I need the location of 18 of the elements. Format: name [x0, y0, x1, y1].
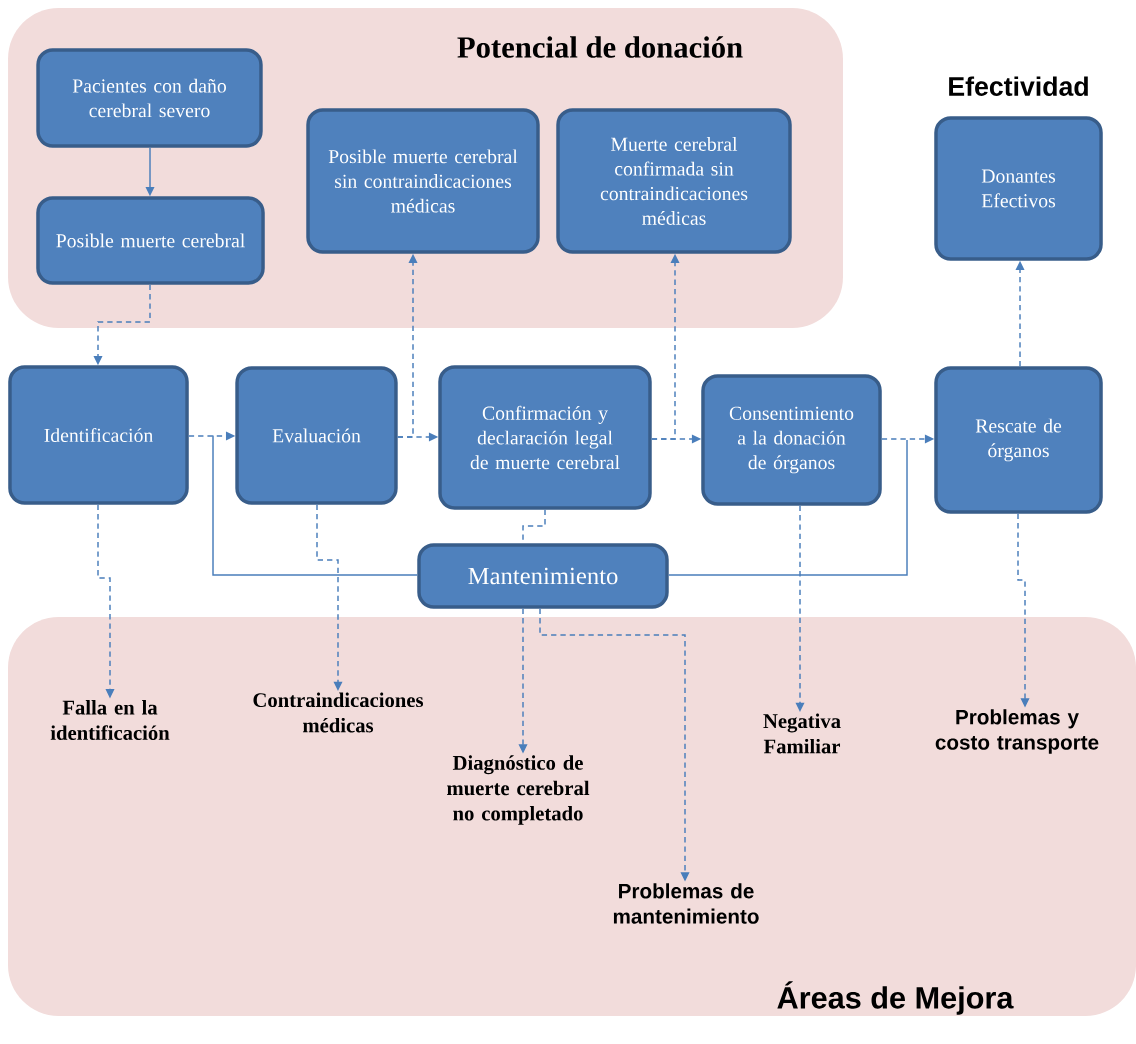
process-box: Pacientes con daño cerebral severo: [36, 48, 263, 148]
process-box: Muerte cerebral confirmada sin contraindicaciones médicas: [556, 108, 792, 254]
problem-text: Problemas de mantenimiento: [613, 883, 759, 924]
process-box: Confirmación y declaración legal de muerte cerebral: [438, 365, 652, 510]
process-box: Rescate de órganos: [934, 366, 1103, 514]
section-heading: Efectividad: [949, 76, 1088, 96]
problem-text: Contraindicaciones médicas: [253, 692, 424, 733]
process-box: Posible muerte cerebral sin contraindicaciones médicas: [306, 108, 540, 254]
process-box: Donantes Efectivos: [934, 116, 1103, 261]
problem-text: Problemas y costo transporte: [935, 709, 1099, 754]
problem-text: Diagnóstico de muerte cerebral no completado: [447, 755, 590, 825]
process-box: Mantenimiento: [417, 543, 669, 609]
process-box: Posible muerte cerebral: [36, 196, 265, 285]
process-box: Consentimiento a la donación de órganos: [701, 374, 882, 506]
process-box: Evaluación: [235, 366, 398, 505]
process-box: Identificación: [8, 365, 189, 505]
problem-text: Falla en la identificación: [50, 700, 170, 740]
problem-text: Negativa Familiar: [763, 713, 841, 754]
